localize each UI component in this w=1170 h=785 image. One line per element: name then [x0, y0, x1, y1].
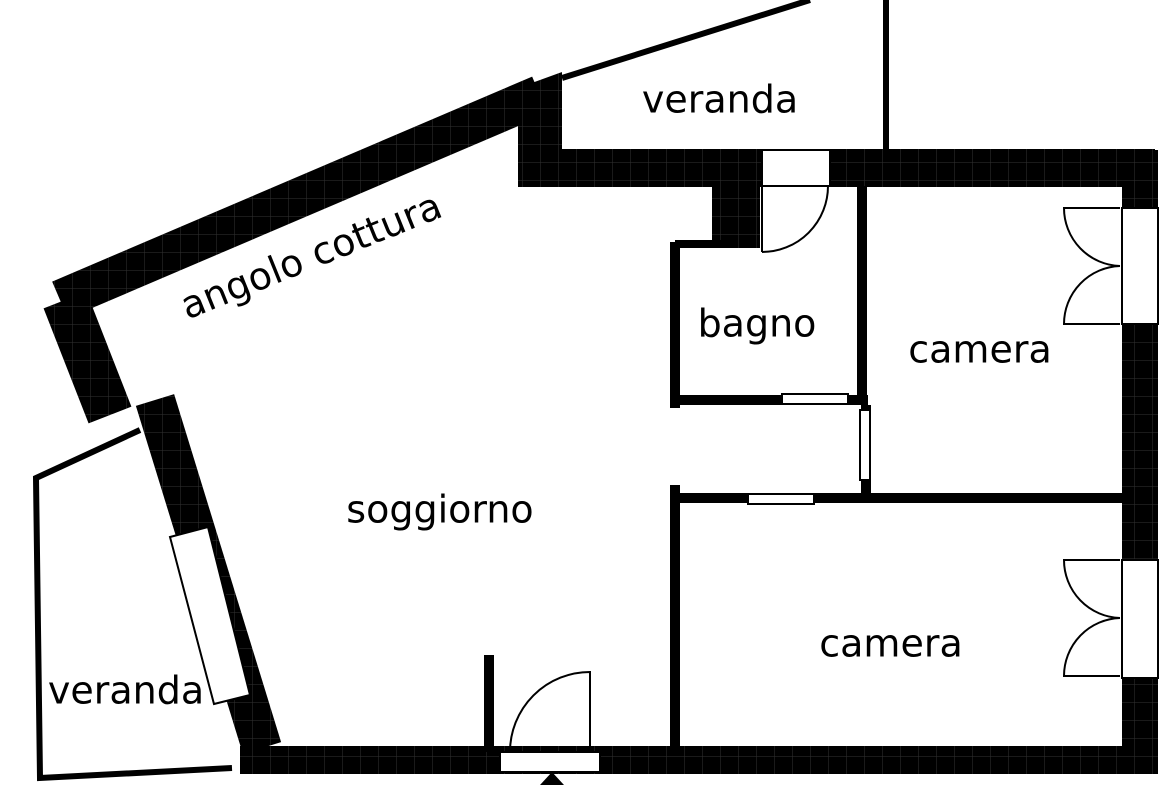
label-bagno: bagno — [698, 302, 817, 346]
entrance-arrow-icon — [540, 772, 564, 785]
label-veranda-left: veranda — [48, 669, 204, 713]
door-bathroom-frame — [761, 149, 831, 187]
veranda-left-outline — [32, 427, 233, 782]
window-left — [168, 525, 252, 706]
wall-block — [712, 186, 760, 248]
label-camera-bottom: camera — [819, 622, 962, 666]
window-camera-bottom — [1121, 559, 1159, 679]
entrance-door-swing — [509, 670, 591, 753]
veranda-top-outline — [561, 0, 811, 81]
entrance-door-frame — [499, 751, 601, 773]
interior-walls — [484, 186, 1125, 752]
label-camera-top: camera — [908, 328, 1051, 372]
label-soggiorno: soggiorno — [346, 488, 533, 532]
label-veranda-top: veranda — [642, 78, 798, 122]
door-bathroom-swing — [761, 185, 829, 253]
window-camera-top — [1121, 207, 1159, 325]
